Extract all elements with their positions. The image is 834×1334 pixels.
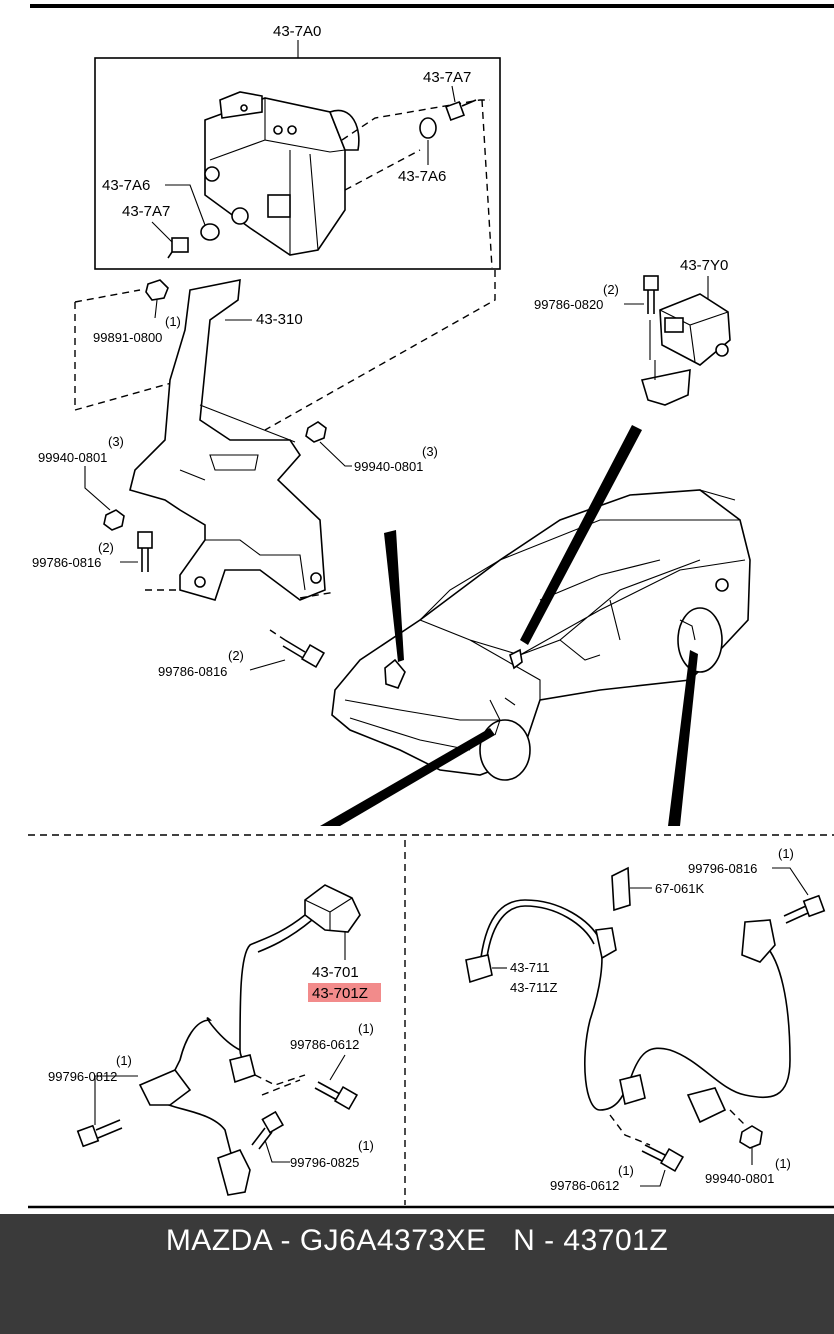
nut-left xyxy=(103,509,125,531)
label-rear-sensor: 43-711 xyxy=(510,960,550,975)
front-bolt-bottom xyxy=(251,1110,285,1150)
label-bolt-top-right: 43-7A7 xyxy=(423,69,471,86)
qty-rear-bolt-top: (1) xyxy=(778,846,794,861)
nut-bracket-top xyxy=(145,279,169,301)
label-bracket: 43-310 xyxy=(256,311,303,328)
label-bolt-left: 43-7A7 xyxy=(122,203,170,220)
rear-nut xyxy=(739,1125,763,1149)
label-bolt-bracket-bottom: 99786-0816 xyxy=(158,664,227,679)
label-nut-left: 99940-0801 xyxy=(38,450,107,465)
qty-nut-left: (3) xyxy=(108,434,124,449)
rear-label-plate xyxy=(611,866,631,912)
front-sensor-connector xyxy=(304,884,361,933)
qty-front-bolt-right: (1) xyxy=(358,1021,374,1036)
qty-front-bolt-bottom: (1) xyxy=(358,1138,374,1153)
caption-bar xyxy=(0,1214,834,1334)
front-bolt-right xyxy=(314,1081,359,1111)
bolt-top-right xyxy=(445,99,477,121)
label-bolt-bracket-left: 99786-0816 xyxy=(32,555,101,570)
bolt-bracket-bottom xyxy=(282,639,326,669)
bushing-top-right xyxy=(419,117,437,139)
label-rear-nut: 99940-0801 xyxy=(705,1171,774,1186)
front-bolt-left xyxy=(76,1119,123,1148)
label-yaw-sensor: 43-7Y0 xyxy=(680,257,728,274)
label-nut-right: 99940-0801 xyxy=(354,459,423,474)
label-rear-bolt-top: 99796-0816 xyxy=(688,861,757,876)
label-front-bolt-bottom: 99796-0825 xyxy=(290,1155,359,1170)
part-number-caption: MAZDA - GJ6A4373XE N - 43701Z xyxy=(165,1224,669,1257)
qty-yaw-sensor-bolt: (2) xyxy=(603,282,619,297)
parts-diagram: 43-7A0 43-7A7 43-7A6 xyxy=(28,4,834,1209)
rear-bolt-top xyxy=(783,894,826,924)
label-front-sensor-highlight: 43-701Z xyxy=(312,985,368,1002)
label-front-sensor: 43-701 xyxy=(312,964,359,981)
qty-nut-bracket-top: (1) xyxy=(165,314,181,329)
bushing-left xyxy=(200,223,220,241)
hydraulic-unit-illustration xyxy=(204,91,360,256)
label-rear-bolt-bottom: 99786-0612 xyxy=(550,1178,619,1193)
label-nut-bracket-top: 99891-0800 xyxy=(93,330,162,345)
yaw-sensor-bolt xyxy=(643,275,659,314)
hydraulic-unit-group: 43-7A0 43-7A7 43-7A6 xyxy=(94,23,501,270)
highlight-box xyxy=(308,983,381,1002)
rear-bolt-bottom xyxy=(641,1144,685,1173)
qty-bolt-bracket-left: (2) xyxy=(98,540,114,555)
rear-sensor-group: 67-061K (1) 99796-0816 43-711 43-711Z (1… xyxy=(465,846,826,1193)
label-rear-sensor-z: 43-711Z xyxy=(510,980,558,995)
label-rear-label-plate: 67-061K xyxy=(655,881,704,896)
car-illustration xyxy=(331,489,751,781)
qty-bolt-bracket-bottom: (2) xyxy=(228,648,244,663)
label-bushing-left: 43-7A6 xyxy=(102,177,150,194)
qty-front-bolt-left: (1) xyxy=(116,1053,132,1068)
bolt-bracket-left xyxy=(137,531,153,572)
bracket-group: 43-310 (1) 99891-0800 (3) 99940-0801 (3)… xyxy=(32,270,496,679)
yaw-sensor-group: 43-7Y0 (2) 99786-0820 xyxy=(534,257,731,406)
qty-rear-bolt-bottom: (1) xyxy=(618,1163,634,1178)
label-bushing-top-right: 43-7A6 xyxy=(398,168,446,185)
label-hu-assembly: 43-7A0 xyxy=(273,23,321,40)
qty-rear-nut: (1) xyxy=(775,1156,791,1171)
front-sensor-group: 43-701 43-701Z (1) 99786-0612 (1) 99796-… xyxy=(48,884,381,1196)
label-front-bolt-left: 99796-0812 xyxy=(48,1069,117,1084)
yaw-sensor-illustration xyxy=(640,293,731,406)
bolt-left xyxy=(167,237,189,259)
label-yaw-sensor-bolt: 99786-0820 xyxy=(534,297,603,312)
nut-right xyxy=(305,421,327,443)
pointer-arrows xyxy=(320,425,698,826)
qty-nut-right: (3) xyxy=(422,444,438,459)
label-front-bolt-right: 99786-0612 xyxy=(290,1037,359,1052)
